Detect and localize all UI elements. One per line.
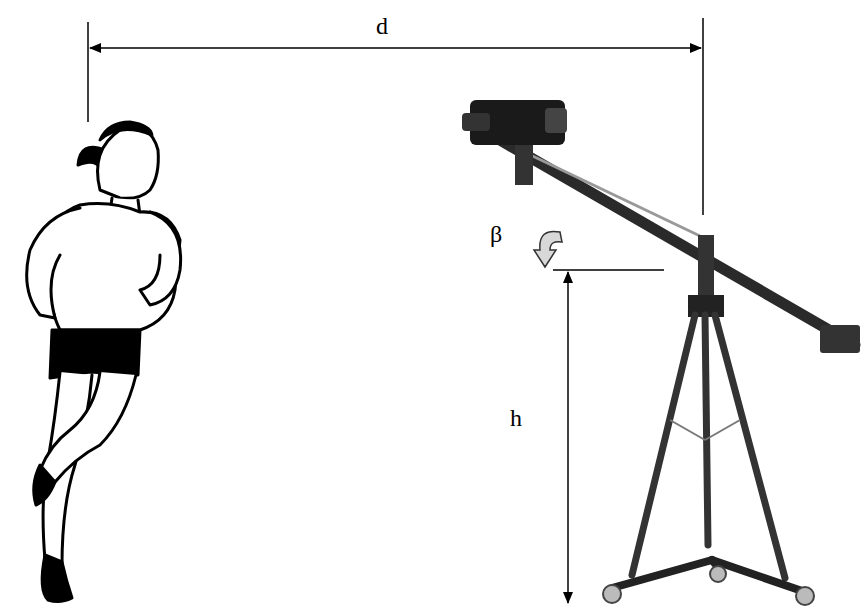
dimension-label: d: [374, 14, 390, 38]
angle-label: β: [488, 222, 504, 246]
camera-crane: [462, 100, 860, 605]
runner-figure: [27, 122, 181, 602]
dimension-d: [88, 18, 703, 215]
dimension-h: [553, 270, 664, 603]
dimension-label: h: [508, 406, 524, 430]
angle-arrow: [534, 231, 562, 267]
